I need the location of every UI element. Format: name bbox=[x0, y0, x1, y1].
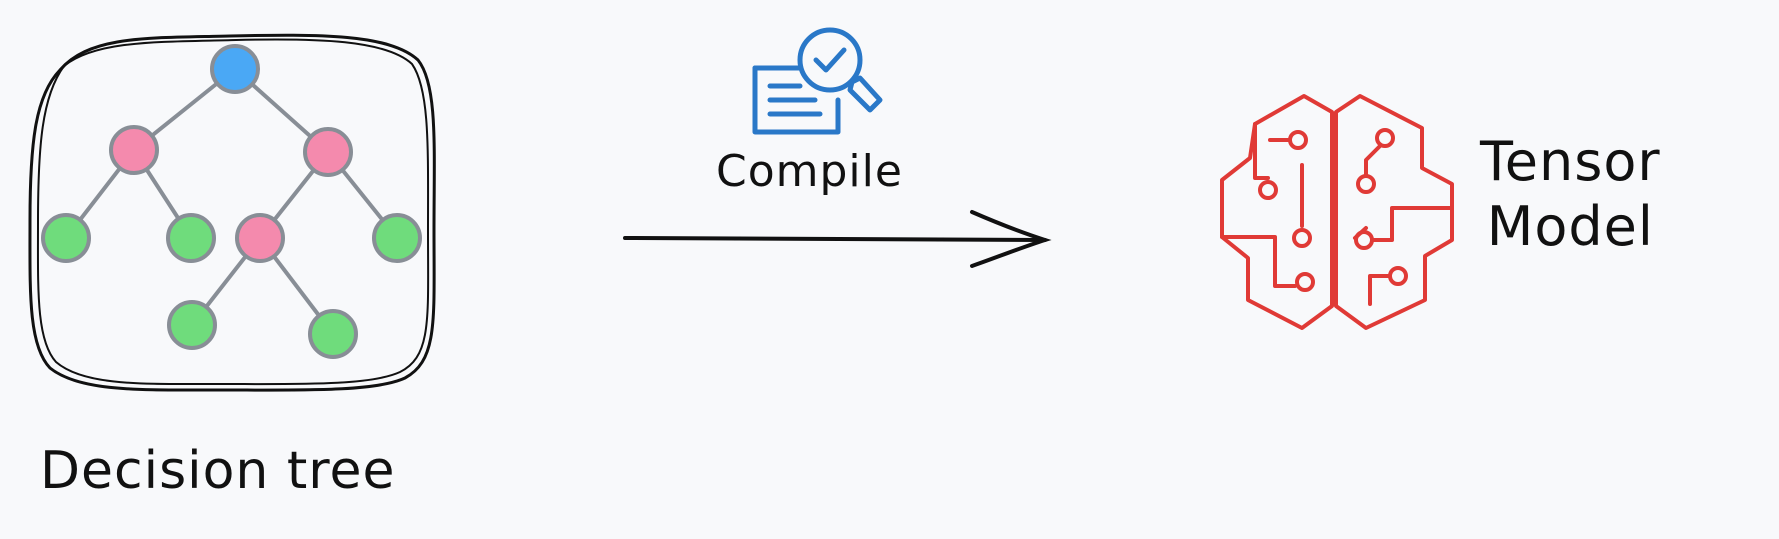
tensor-model-label-line2: Model bbox=[1486, 194, 1654, 258]
tree-internal-node-right bbox=[303, 127, 353, 177]
decision-tree-frame bbox=[28, 33, 436, 392]
brain-circuit-icon bbox=[1220, 94, 1454, 330]
tree-leaf-node bbox=[167, 300, 217, 350]
document-search-check-icon bbox=[752, 27, 883, 135]
tensor-model-label: Tensor Model bbox=[1480, 130, 1661, 260]
decision-tree-label: Decision tree bbox=[40, 441, 396, 501]
tree-root-node bbox=[210, 44, 260, 94]
tree-internal-node-mid bbox=[235, 213, 285, 263]
compile-label: Compile bbox=[716, 146, 903, 197]
tensor-model-label-line1: Tensor bbox=[1480, 130, 1661, 193]
tree-edges bbox=[64, 67, 399, 336]
tree-leaf-node bbox=[308, 309, 358, 359]
compile-arrow bbox=[623, 210, 1052, 268]
tree-leaf-node bbox=[166, 213, 216, 263]
tree-nodes bbox=[41, 44, 422, 359]
tree-leaf-node bbox=[41, 213, 91, 263]
tree-leaf-node bbox=[372, 213, 422, 263]
tree-internal-node-left bbox=[109, 125, 159, 175]
